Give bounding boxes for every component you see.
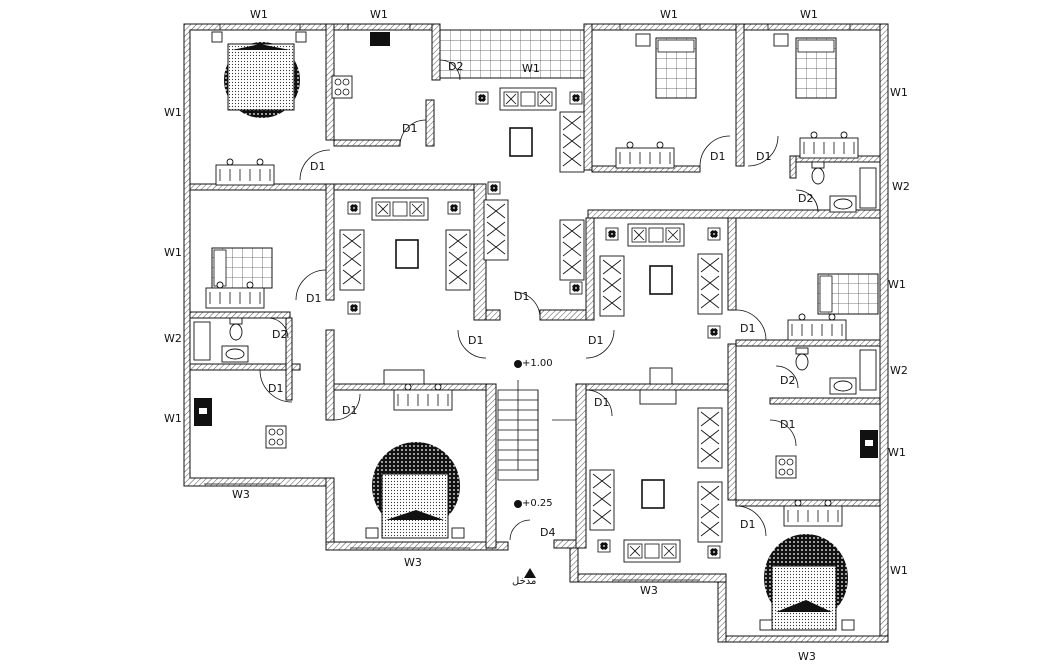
label-w1: W1 — [250, 8, 268, 21]
label-d1: D1 — [342, 404, 357, 417]
label-d2: D2 — [448, 60, 463, 73]
label-d1: D1 — [756, 150, 771, 163]
label-w2: W2 — [892, 180, 910, 193]
label-w2: W2 — [890, 364, 908, 377]
level-lower: +0.25 — [522, 498, 553, 509]
label-w3: W3 — [404, 556, 422, 569]
label-d1: D1 — [588, 334, 603, 347]
label-d1: D1 — [514, 290, 529, 303]
labels: W1 W1 W1 W1 W1 W1 W1 W1 W1 W1 W1 W1 W2 W… — [164, 8, 910, 663]
label-d4: D4 — [540, 526, 555, 539]
level-upper: +1.00 — [522, 358, 553, 369]
door-swings — [259, 59, 819, 541]
label-d1: D1 — [268, 382, 283, 395]
label-w1: W1 — [660, 8, 678, 21]
label-w3: W3 — [640, 584, 658, 597]
staircase — [497, 380, 576, 481]
balcony-grid — [439, 29, 585, 79]
label-w1: W1 — [370, 8, 388, 21]
label-d2: D2 — [798, 192, 813, 205]
label-w1: W1 — [890, 86, 908, 99]
label-w2: W2 — [164, 332, 182, 345]
label-d1: D1 — [740, 518, 755, 531]
label-d1: D1 — [780, 418, 795, 431]
label-w1: W1 — [888, 278, 906, 291]
label-w1: W1 — [522, 62, 540, 75]
label-w1: W1 — [890, 564, 908, 577]
label-d1: D1 — [402, 122, 417, 135]
windows — [204, 24, 860, 643]
label-w1: W1 — [800, 8, 818, 21]
label-w1: W1 — [164, 106, 182, 119]
label-d1: D1 — [468, 334, 483, 347]
label-w3: W3 — [798, 650, 816, 663]
label-w1: W1 — [164, 412, 182, 425]
label-w1: W1 — [888, 446, 906, 459]
exterior-walls — [183, 23, 889, 643]
label-w1: W1 — [164, 246, 182, 259]
label-d1: D1 — [740, 322, 755, 335]
label-d1: D1 — [310, 160, 325, 173]
entrance-label: مدخل — [512, 576, 536, 587]
label-d1: D1 — [306, 292, 321, 305]
label-w3: W3 — [232, 488, 250, 501]
label-d1: D1 — [710, 150, 725, 163]
label-d2: D2 — [780, 374, 795, 387]
label-d1: D1 — [594, 396, 609, 409]
furniture — [193, 31, 879, 631]
label-d2: D2 — [272, 328, 287, 341]
